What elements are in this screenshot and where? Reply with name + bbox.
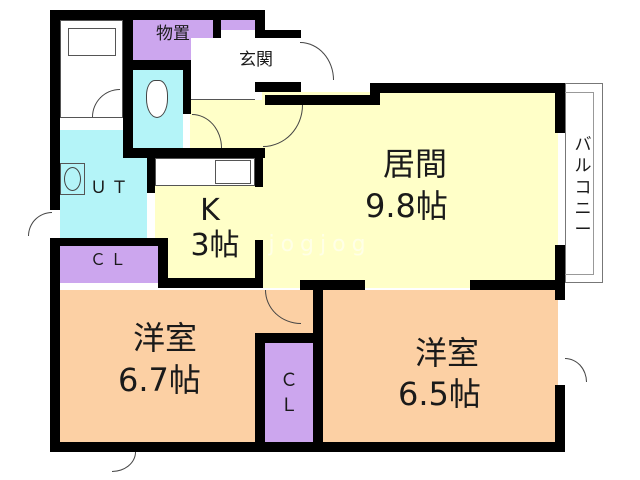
- wall-toilet-bottom: [123, 148, 265, 158]
- kitchen-size: 3帖: [190, 228, 240, 263]
- wall-closet-center-left: [255, 333, 265, 448]
- wall-kitchen-west: [147, 155, 155, 193]
- wall-storage-right: [213, 20, 221, 42]
- kitchen-counter: [155, 158, 255, 186]
- closet-north-area: [60, 245, 160, 283]
- wall-west: [50, 10, 60, 210]
- door-entrance: [300, 42, 334, 80]
- kitchen-area: [155, 185, 265, 280]
- washbasin: [60, 163, 85, 195]
- wall-east-low: [555, 385, 565, 452]
- closet-center-label: Ｃ Ｌ: [280, 370, 298, 417]
- wall-closet-right: [158, 238, 168, 283]
- bedroom-west-size: 6.7帖: [118, 361, 201, 399]
- wall-east-top: [555, 83, 565, 133]
- storage-strip: [220, 20, 255, 30]
- sink: [215, 160, 251, 184]
- wall-bedroom-divider: [313, 285, 323, 450]
- balcony-label: バ ル コ ニ ー: [574, 135, 592, 240]
- wall-entrance-right: [255, 10, 265, 33]
- bedroom-east-size: 6.5帖: [398, 375, 481, 413]
- washbasin-bowl: [64, 167, 81, 191]
- wall-k-east-stub: [255, 240, 263, 285]
- wall-living-north-2: [370, 83, 565, 93]
- closet-center-area: [265, 342, 313, 442]
- living-label: 居間: [382, 145, 447, 183]
- wall-ldk-south-2: [470, 280, 565, 290]
- bedroom-west-label: 洋室: [132, 319, 197, 357]
- balcony-outer: [565, 83, 603, 283]
- bathtub-inner: [68, 28, 116, 56]
- closet-north-label: ＣＬ: [89, 250, 130, 269]
- wall-toilet-right: [183, 62, 191, 114]
- bedroom-east-area: [320, 290, 558, 442]
- wall-storage-bottom: [133, 60, 193, 70]
- living-room-area: [262, 92, 558, 288]
- storage-label: 物置: [156, 24, 190, 44]
- watermark: jogjog: [268, 232, 372, 257]
- wall-south: [50, 442, 565, 452]
- wall-living-north: [265, 95, 380, 105]
- wall-east-mid: [555, 245, 565, 300]
- door-utility: [28, 212, 52, 236]
- bedroom-east-label: 洋室: [414, 334, 479, 372]
- toilet-bowl: [146, 80, 168, 118]
- wall-closet-center-top: [255, 333, 320, 343]
- wall-k-south: [158, 278, 263, 288]
- door-bedroom-east: [565, 358, 587, 382]
- wall-north-west: [50, 10, 265, 20]
- wall-closet-top: [50, 238, 165, 246]
- wall-entrance-bottom: [255, 82, 301, 92]
- wall-ldk-south-1: [300, 280, 365, 290]
- entrance-label: 玄関: [239, 50, 273, 70]
- door-bedroom-west-south: [112, 452, 136, 472]
- balcony-inner: [565, 92, 594, 275]
- wall-inner-storage-v: [123, 20, 133, 155]
- living-size: 9.8帖: [365, 187, 448, 225]
- wall-west-lower: [50, 240, 60, 452]
- wall-entrance-step: [255, 30, 301, 38]
- wall-kitchen-counter-right: [255, 155, 263, 187]
- utility-label: ＵＴ: [90, 178, 132, 198]
- kitchen-label: K: [200, 193, 220, 228]
- entrance-area: [191, 38, 255, 100]
- wall-living-north-step: [370, 83, 380, 103]
